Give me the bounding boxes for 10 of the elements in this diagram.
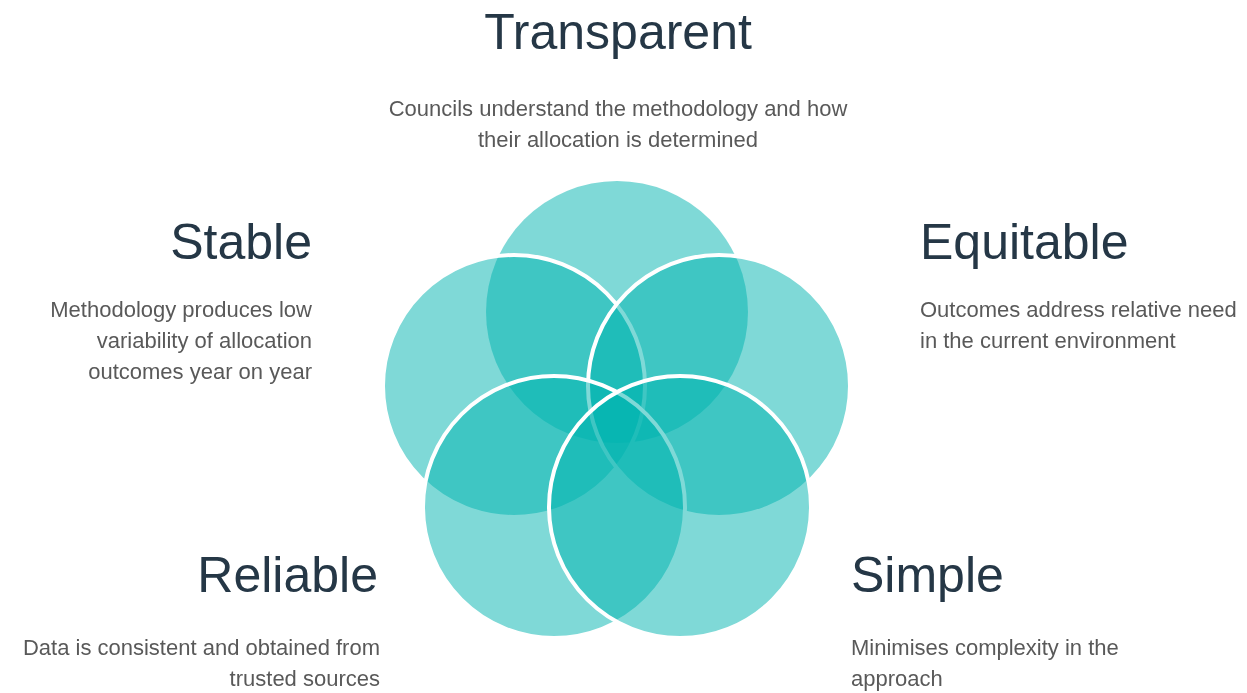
principle-description: Data is consistent and obtained from trusted sources <box>21 634 380 693</box>
principle-heading: Reliable <box>196 547 378 605</box>
principle-heading: Simple <box>851 547 1005 605</box>
principle-heading: Stable <box>169 214 312 272</box>
principle-description: Minimises complexity in the approach <box>851 634 1120 693</box>
principle-heading: Equitable <box>920 214 1130 272</box>
principle-description: Outcomes address relative need in the current environment <box>920 296 1238 355</box>
principle-description: Councils understand the methodology and how their allocation is determined <box>387 95 849 154</box>
principle-heading: Transparent <box>483 4 753 62</box>
principle-description: Methodology produces low variability of allocation outcomes year on year <box>49 296 312 386</box>
